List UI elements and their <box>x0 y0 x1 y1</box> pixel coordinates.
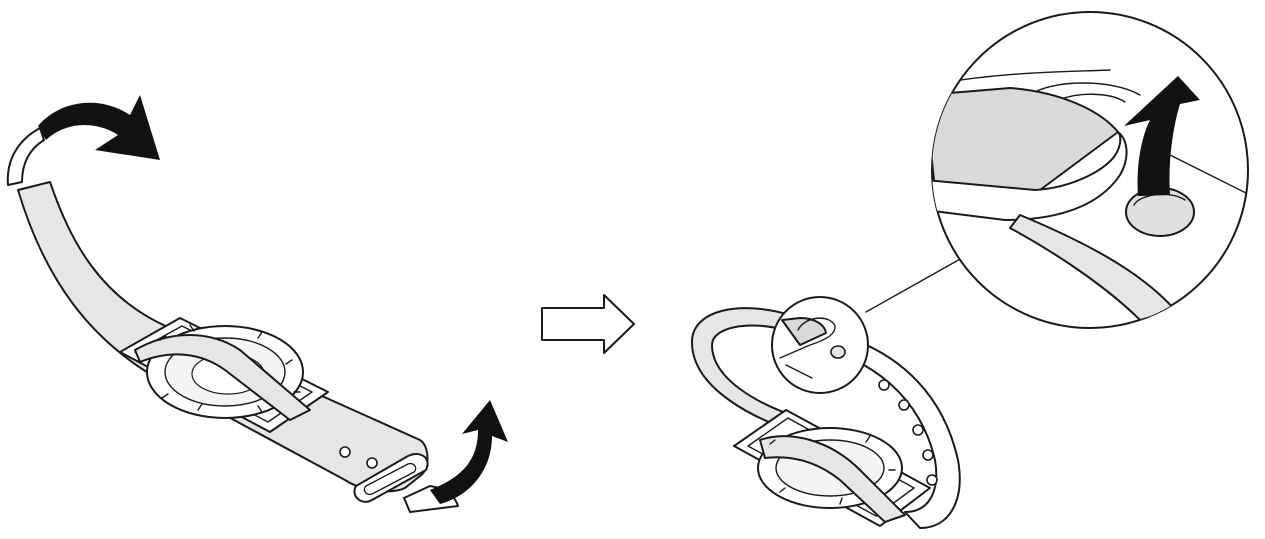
step-2-strap-illustration <box>692 12 1260 528</box>
step-1-strap-illustration <box>8 95 508 512</box>
strap-hole <box>913 425 923 435</box>
strap-hole <box>367 458 377 468</box>
strap-hole <box>340 447 350 457</box>
curved-arrow-icon <box>430 400 508 504</box>
strap-hole <box>923 450 933 460</box>
right-arrow-icon <box>542 295 634 353</box>
zoom-connector <box>866 258 962 312</box>
zoom-callout-icon <box>925 12 1260 328</box>
zoom-source-circle <box>772 297 868 393</box>
strap-hole <box>899 400 909 410</box>
strap-hole <box>927 475 937 485</box>
strap-hole <box>879 380 889 390</box>
curved-arrow-icon <box>38 95 160 160</box>
strap-tip-curl <box>8 128 44 185</box>
stud-icon <box>831 346 845 358</box>
